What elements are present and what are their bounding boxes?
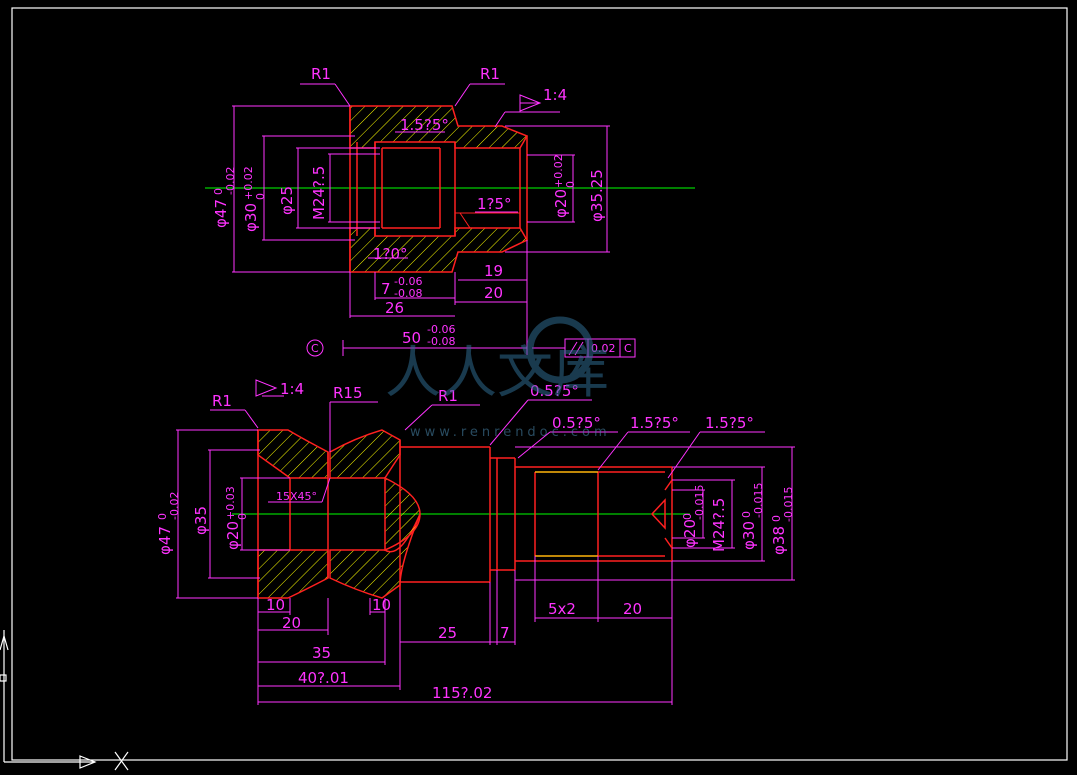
bottom-r1-mid: R1: [438, 387, 458, 405]
top-chamfer-bottom: 1?0°: [373, 245, 408, 263]
top-chamfer-top: 1.5?5°: [400, 116, 449, 134]
tolerance-datum: C: [624, 342, 632, 355]
top-dia-20-tol-u: +0.02: [552, 154, 565, 188]
bottom-len-115: 115?.02: [432, 684, 492, 702]
watermark: 人人文库 www.renrendoc.com: [385, 316, 611, 440]
bottom-dia-35: φ35: [192, 506, 210, 535]
top-dia-35-25: φ35.25: [588, 169, 606, 222]
top-dia-30-tol-u: +0.02: [242, 166, 255, 200]
top-len-7-tol-u: -0.06: [394, 275, 422, 288]
bottom-hatch-upper-right: [329, 429, 401, 479]
top-dia-25: φ25: [278, 186, 296, 215]
bottom-dia-20b-tol-u: 0: [681, 513, 694, 520]
bottom-hatch-upper: [257, 429, 329, 479]
top-dia-47-tol-u: 0: [212, 188, 225, 195]
top-len-7-tol-l: -0.08: [394, 287, 422, 300]
top-dia-30: φ30: [242, 203, 260, 232]
drawing-frame: [11, 7, 1068, 761]
ucs-axis-icon: [0, 630, 129, 771]
top-thread: M24?.5: [310, 166, 328, 220]
top-dia-30-tol-l: 0: [254, 193, 267, 200]
watermark-text: 人人文库: [385, 341, 609, 406]
top-len-50: 50: [402, 329, 421, 347]
bottom-dia-20b-tol-l: -0.015: [693, 485, 706, 520]
bottom-len-25: 25: [438, 624, 457, 642]
top-view: R1 R1 1:4 1.5?5° 1?5° 1?0° φ47 0-0.02 φ3…: [205, 65, 695, 358]
bottom-r15: R15: [333, 384, 363, 402]
bottom-hatch-mid: [384, 476, 421, 552]
bottom-len-40: 40?.01: [298, 669, 349, 687]
bottom-dia-20-tol-l: 0: [236, 513, 249, 520]
bottom-thread: M24?.5: [710, 498, 728, 552]
datum-label: C: [311, 342, 319, 355]
top-r-right: R1: [480, 65, 500, 83]
bottom-len-20b: 20: [623, 600, 642, 618]
parallel-icon: [568, 341, 578, 356]
bottom-dia-47-tol-u: 0: [156, 513, 169, 520]
bottom-chamfer-d: 1.5?5°: [705, 414, 754, 432]
bottom-dia-38-tol-u: 0: [770, 515, 783, 522]
tolerance-value: 0.02: [591, 342, 616, 355]
top-dia-20-tol-l: 0: [564, 181, 577, 188]
bottom-r1-left: R1: [212, 392, 232, 410]
bottom-chamfer-a: 0.5?5°: [530, 382, 579, 400]
bottom-taper-label: 1:4: [280, 380, 304, 398]
bottom-outline: [257, 430, 673, 598]
bottom-dia-20b: φ20: [681, 519, 699, 548]
top-taper-symbol: [519, 94, 542, 112]
bottom-len-7: 7: [500, 624, 510, 642]
bottom-dia-30-tol-l: -0.015: [752, 483, 765, 518]
top-dia-47-tol-l: -0.02: [224, 167, 237, 195]
bottom-len-35: 35: [312, 644, 331, 662]
bottom-len-10a: 10: [266, 596, 285, 614]
bottom-dia-47: φ47: [156, 526, 174, 555]
bottom-dia-47-tol-l: -0.02: [168, 492, 181, 520]
top-taper-label: 1:4: [543, 86, 567, 104]
top-chamfer-inner: 1?5°: [477, 195, 512, 213]
bottom-dia-30-tol-u: 0: [740, 511, 753, 518]
watermark-url: www.renrendoc.com: [410, 425, 611, 440]
bottom-chamfer-15: 15X45°: [276, 490, 317, 503]
datum-circle: [306, 339, 324, 357]
top-len-26: 26: [385, 299, 404, 317]
bottom-len-20: 20: [282, 614, 301, 632]
bottom-len-5x2: 5x2: [548, 600, 576, 618]
top-dimension-lines: [232, 83, 610, 356]
bottom-dimension-lines: [176, 395, 795, 705]
bottom-dia-20-tol-u: +0.03: [224, 486, 237, 520]
bottom-chamfer-b: 0.5?5°: [552, 414, 601, 432]
bottom-dia-38: φ38: [770, 526, 788, 555]
bottom-taper-symbol: [255, 379, 278, 397]
watermark-logo-icon: [526, 316, 594, 384]
bottom-dia-38-tol-l: -0.015: [782, 487, 795, 522]
bottom-len-10b: 10: [372, 596, 391, 614]
top-dia-47: φ47: [212, 199, 230, 228]
bottom-chamfer-c: 1.5?5°: [630, 414, 679, 432]
top-outline: [349, 106, 528, 272]
bottom-hatch-lower: [257, 549, 329, 599]
top-len-20: 20: [484, 284, 503, 302]
bottom-dia-20: φ20: [224, 521, 242, 550]
top-len-7: 7: [381, 280, 391, 298]
bottom-view: R1 1:4 R15 R1 0.5?5° 0.5?5° 1.5?5° 1.5?5…: [156, 379, 795, 705]
top-r-left: R1: [311, 65, 331, 83]
bottom-dia-30: φ30: [740, 521, 758, 550]
top-len-19: 19: [484, 262, 503, 280]
top-len-50-tol-l: -0.08: [427, 335, 455, 348]
top-len-50-tol-u: -0.06: [427, 323, 455, 336]
tolerance-frame: [564, 338, 636, 358]
top-dia-20: φ20: [552, 189, 570, 218]
